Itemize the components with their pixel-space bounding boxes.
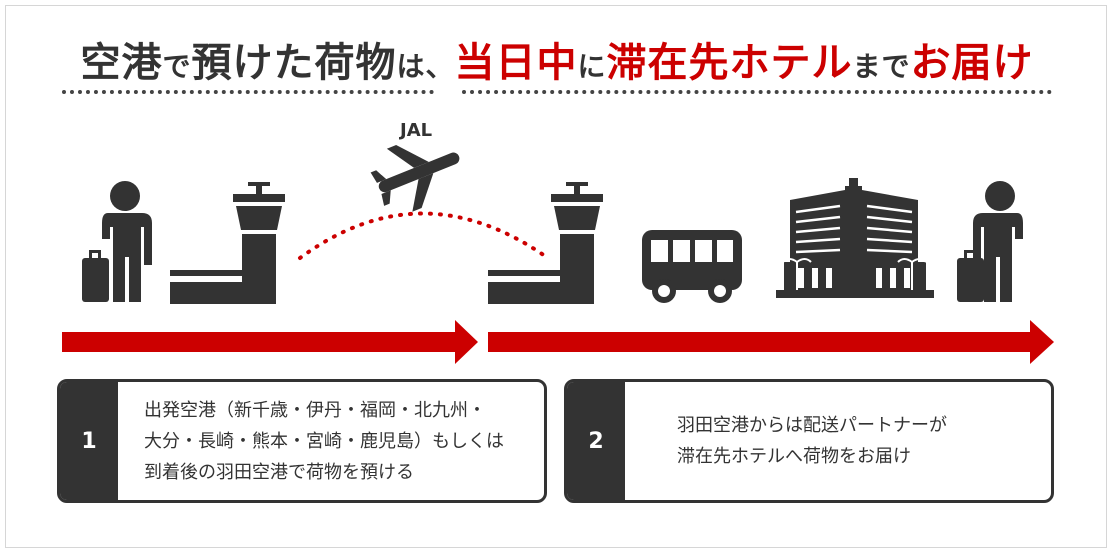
flight-path bbox=[298, 211, 547, 260]
step-line: 大分・長崎・熊本・宮崎・鹿児島）もしくは bbox=[144, 430, 504, 452]
step-description: 羽田空港からは配送パートナーが 滞在先ホテルへ荷物をお届け bbox=[677, 382, 1041, 500]
headline-highlight-delivery: お届け bbox=[910, 40, 1034, 86]
step-card-2: 2 羽田空港からは配送パートナーが 滞在先ホテルへ荷物をお届け bbox=[564, 379, 1054, 503]
airport-tower-icon bbox=[170, 182, 285, 304]
headline-text-8: まで bbox=[852, 50, 911, 83]
step-line: 滞在先ホテルへ荷物をお届け bbox=[677, 446, 911, 467]
headline-highlight-hotel: 滞在先ホテル bbox=[606, 40, 853, 86]
headline-text-4: は、 bbox=[396, 50, 455, 83]
headline-underline-left bbox=[62, 90, 434, 94]
step-description: 出発空港（新千歳・伊丹・福岡・北九州・ 大分・長崎・熊本・宮崎・鹿児島）もしくは… bbox=[144, 382, 534, 500]
journey-arrow-2 bbox=[488, 320, 1054, 364]
headline-text-1: 空港 bbox=[80, 40, 163, 86]
step-number: 2 bbox=[567, 382, 625, 500]
step-line: 羽田空港からは配送パートナーが bbox=[677, 415, 947, 436]
bus-icon bbox=[642, 230, 742, 303]
airplane-icon bbox=[370, 144, 460, 212]
traveler-icon bbox=[957, 181, 1023, 302]
step-line: 到着後の羽田空港で荷物を預ける bbox=[144, 461, 414, 483]
headline-underline-right bbox=[462, 90, 1052, 94]
step-card-1: 1 出発空港（新千歳・伊丹・福岡・北九州・ 大分・長崎・熊本・宮崎・鹿児島）もし… bbox=[57, 379, 547, 503]
headline-text-6: に bbox=[577, 50, 607, 83]
headline-text-3: 預けた荷物 bbox=[191, 40, 397, 86]
step-line: 出発空港（新千歳・伊丹・福岡・北九州・ bbox=[144, 399, 486, 421]
hotel-icon bbox=[776, 178, 934, 298]
airport-tower-icon bbox=[488, 182, 603, 304]
headline-text-2: で bbox=[162, 50, 192, 83]
step-number: 1 bbox=[60, 382, 118, 500]
headline: 空港で預けた荷物は、当日中に滞在先ホテルまでお届け bbox=[0, 30, 1114, 88]
headline-highlight-same-day: 当日中 bbox=[454, 40, 578, 86]
airline-label: JAL bbox=[400, 120, 433, 141]
traveler-icon bbox=[82, 181, 152, 302]
journey-arrow-1 bbox=[62, 320, 478, 364]
